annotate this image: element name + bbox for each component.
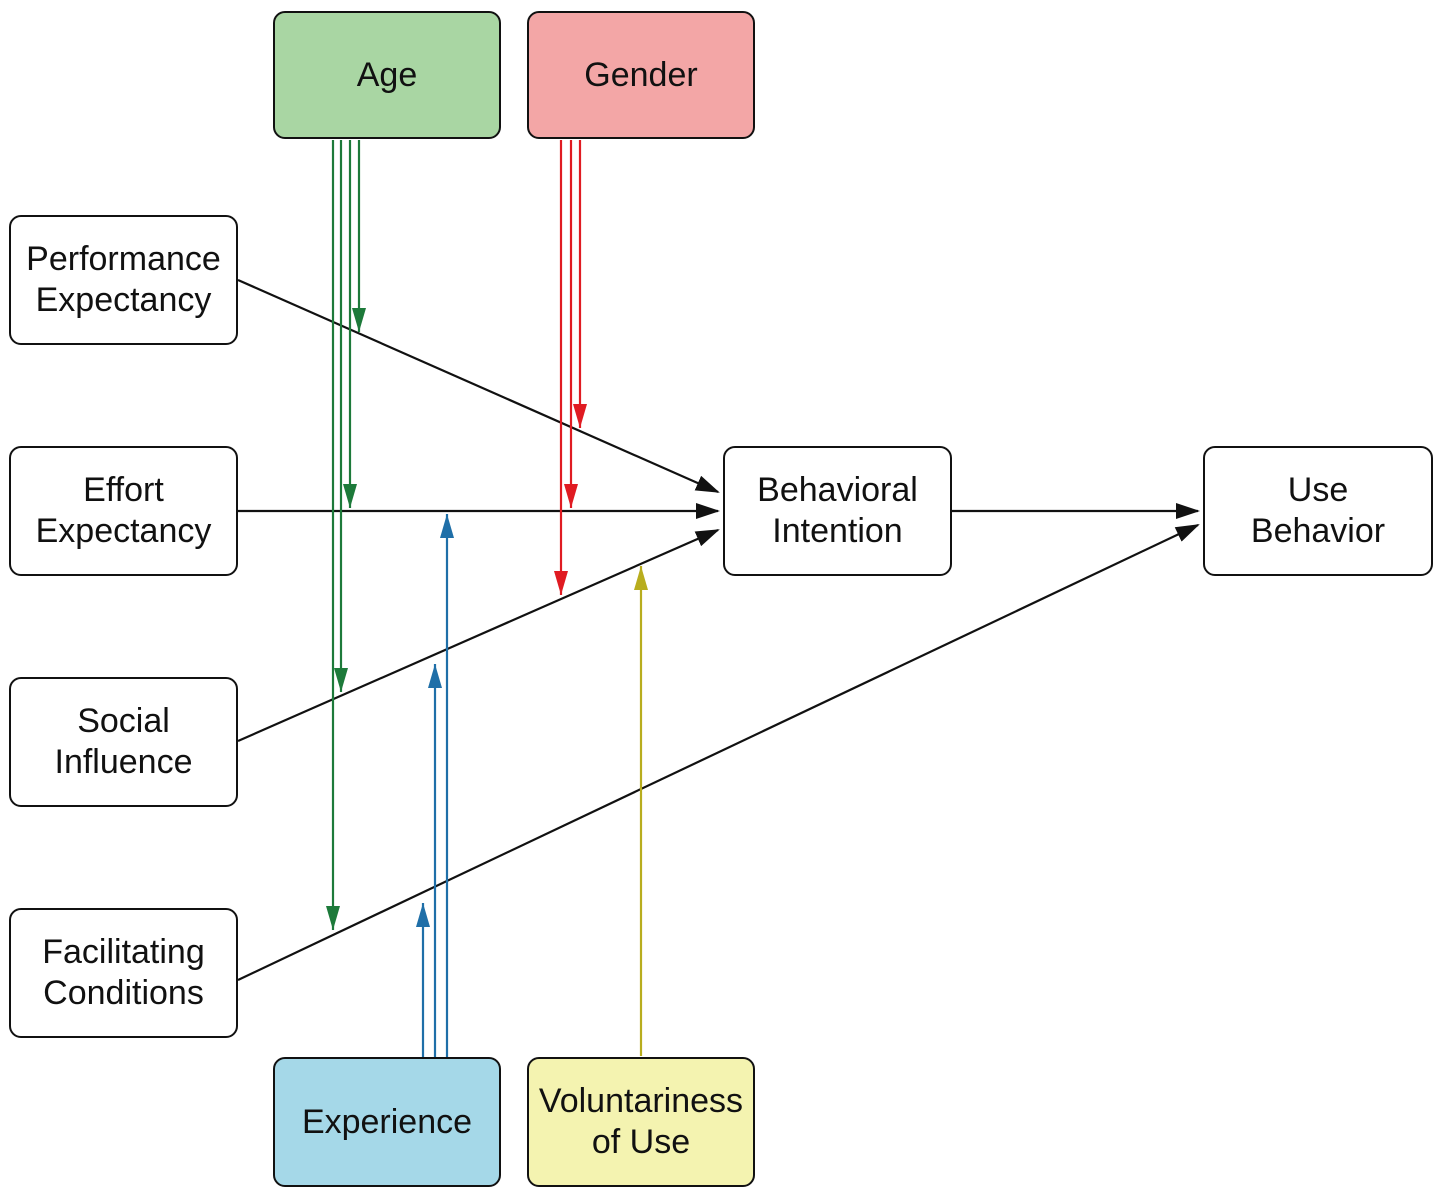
performance-expectancy-label-line2: Expectancy bbox=[35, 281, 212, 319]
gender-label: Gender bbox=[584, 55, 698, 94]
use-behavior-label-line2: Behavior bbox=[1250, 512, 1386, 550]
social-influence-label-line1: Social bbox=[77, 702, 170, 740]
facilitating-conditions-label-line2: Conditions bbox=[43, 974, 204, 1012]
experience-label: Experience bbox=[301, 1102, 473, 1141]
arrow-social-to-intention bbox=[237, 528, 720, 743]
performance-expectancy-box: Performance Expectancy bbox=[9, 215, 238, 345]
performance-expectancy-label-line1: Performance bbox=[26, 240, 221, 278]
facilitating-conditions-box: Facilitating Conditions bbox=[9, 908, 238, 1038]
facilitating-conditions-label-line1: Facilitating bbox=[42, 933, 205, 971]
voluntariness-box: Voluntariness of Use bbox=[527, 1057, 755, 1187]
effort-expectancy-label-line2: Expectancy bbox=[35, 512, 212, 550]
use-behavior-box: Use Behavior bbox=[1203, 446, 1433, 576]
arrow-facilitating-to-use bbox=[237, 524, 1200, 981]
behavioral-intention-label-line1: Behavioral bbox=[757, 471, 918, 509]
use-behavior-label-line1: Use bbox=[1287, 471, 1349, 509]
effort-expectancy-label-line1: Effort bbox=[83, 471, 164, 509]
behavioral-intention-label-line2: Intention bbox=[772, 512, 903, 550]
voluntariness-label-line2: of Use bbox=[591, 1123, 691, 1161]
social-influence-label-line2: Influence bbox=[54, 743, 193, 781]
social-influence-box: Social Influence bbox=[9, 677, 238, 807]
effort-expectancy-box: Effort Expectancy bbox=[9, 446, 238, 576]
arrow-performance-to-intention bbox=[237, 278, 720, 494]
behavioral-intention-box: Behavioral Intention bbox=[723, 446, 952, 576]
experience-box: Experience bbox=[273, 1057, 501, 1187]
age-box: Age bbox=[273, 11, 501, 139]
age-label: Age bbox=[356, 55, 418, 94]
gender-box: Gender bbox=[527, 11, 755, 139]
voluntariness-label-line1: Voluntariness bbox=[538, 1082, 744, 1120]
